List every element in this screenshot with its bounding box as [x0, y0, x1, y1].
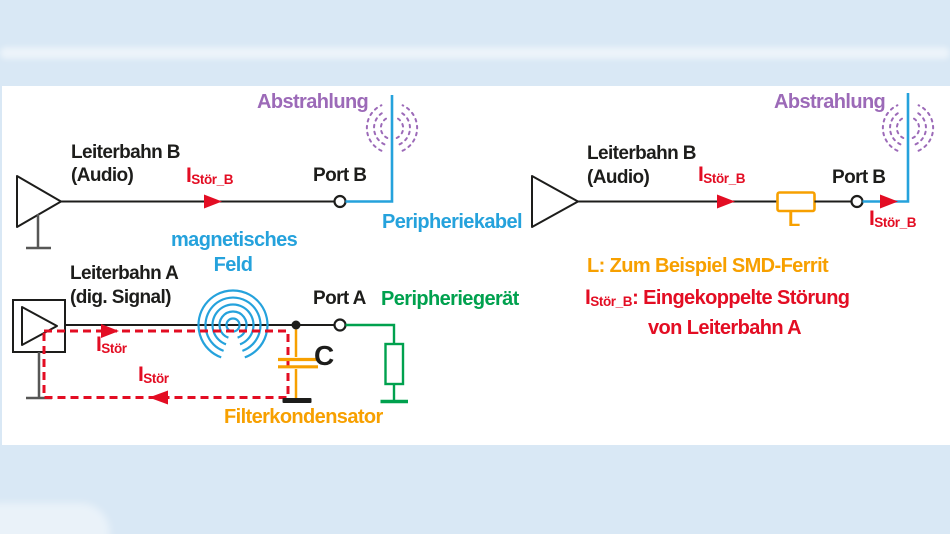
legend-inductor-note: L: Zum Beispiel SMD-Ferrit [587, 255, 829, 277]
right-circuit-b [531, 93, 935, 228]
trace-b-label-line2: (Audio) [71, 165, 134, 186]
radiation-label: Abstrahlung [257, 91, 369, 113]
capacitor-ground-bar [282, 398, 312, 403]
radiation-label: Abstrahlung [774, 91, 886, 113]
background-corner-highlight [0, 503, 110, 534]
filter-capacitor-label: Filterkondensator [224, 406, 383, 428]
magnetic-field-arcs [197, 289, 269, 359]
junction-dot [291, 320, 301, 330]
current-label-istoer-2: IStör [138, 363, 169, 386]
diagram-panel [2, 86, 950, 445]
trace-b-label-line1: Leiterbahn B [71, 142, 181, 163]
residual-noise-arrow [880, 194, 898, 209]
radiation-arcs [881, 104, 935, 152]
background-highlight-strip [0, 47, 950, 59]
loop-arrow-right [101, 324, 119, 338]
current-label-istoer-b-after: IStör_B [869, 207, 917, 230]
legend-current-note: IStör_B: Eingekoppelte Störung [585, 286, 850, 309]
capacitor-label: C [314, 340, 335, 371]
left-circuit-b [16, 95, 419, 250]
loop-arrow-left [149, 390, 168, 405]
ground-symbol [26, 352, 52, 400]
legend-current-note-line2: von Leiterbahn A [648, 317, 802, 339]
current-label-istoer-1: IStör [96, 333, 127, 356]
radiation-arcs [365, 104, 419, 152]
peripheral-device-symbol [345, 323, 408, 404]
left-circuit-a [12, 289, 408, 405]
trace-b-label-line1: Leiterbahn B [587, 143, 697, 164]
port-a-label: Port A [313, 288, 366, 309]
filter-capacitor-symbol [278, 329, 318, 398]
magnetic-field-label: magnetisches Feld [171, 229, 298, 276]
port-b-node [850, 194, 864, 209]
peripheral-cable-line [862, 93, 910, 203]
peripheral-device-label: Peripheriegerät [381, 288, 519, 310]
trace-b-label-line2: (Audio) [587, 167, 650, 188]
port-a-node [333, 318, 347, 332]
ground-symbol [26, 214, 51, 250]
peripheral-cable-label: Peripheriekabel [382, 211, 523, 233]
trace-a-label-line1: Leiterbahn A [70, 263, 179, 284]
noise-current-arrow [204, 194, 222, 209]
peripheral-cable-line [345, 95, 394, 203]
driver-a-symbol [21, 306, 58, 346]
device-resistor [384, 342, 405, 386]
amplifier-b-symbol [531, 175, 579, 228]
port-b-node [333, 194, 347, 209]
port-b-label: Port B [832, 167, 886, 188]
trace-a-label-line2: (dig. Signal) [70, 287, 172, 308]
inductor-label: L [788, 209, 800, 231]
noise-current-arrow [717, 194, 735, 209]
current-label-istoer-b: IStör_B [186, 164, 234, 187]
port-b-label: Port B [313, 165, 367, 186]
current-label-istoer-b-before: IStör_B [698, 163, 746, 186]
